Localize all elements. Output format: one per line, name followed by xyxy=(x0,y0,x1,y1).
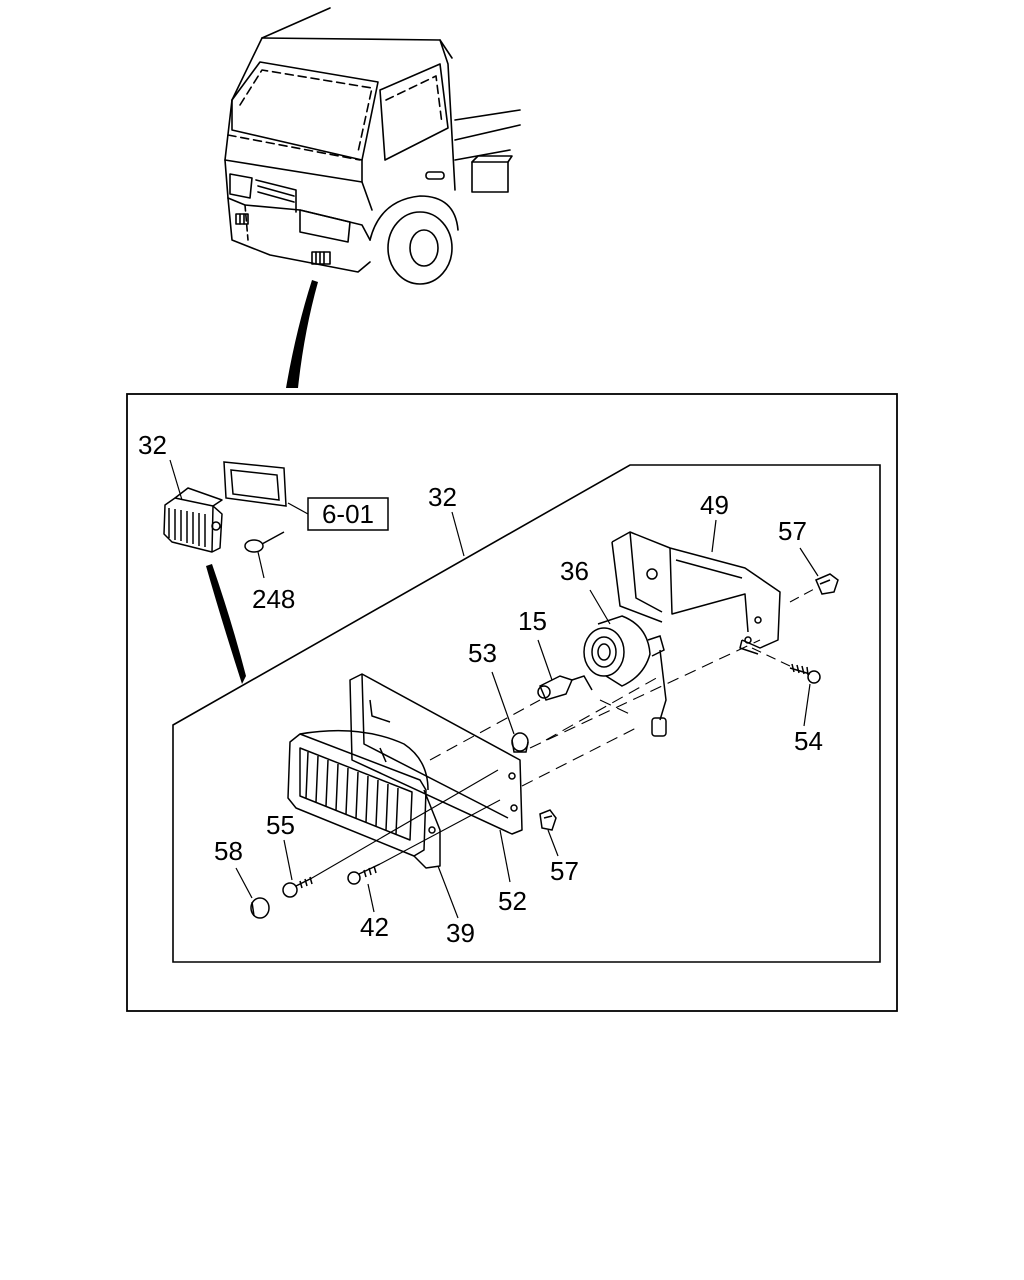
callout-32-outer: 32 xyxy=(138,430,167,460)
bulb-icon xyxy=(537,675,593,701)
callout-15: 15 xyxy=(518,606,547,636)
gasket-icon xyxy=(223,461,287,507)
truck-illustration xyxy=(224,7,521,285)
fog-lamp-assembly-icon xyxy=(163,487,223,553)
clip-nut-top-icon xyxy=(815,573,839,595)
callout-54: 54 xyxy=(794,726,823,756)
screw-42-icon xyxy=(347,863,381,885)
callout-leaders xyxy=(169,459,819,919)
callout-32-inner: 32 xyxy=(428,482,457,512)
detail-frame xyxy=(126,393,898,1012)
clip-nut-bottom-icon xyxy=(539,809,557,831)
mounting-frame-icon xyxy=(349,673,523,835)
clip-icon xyxy=(244,531,285,553)
exploded-view-border xyxy=(172,464,881,963)
lens-housing-icon xyxy=(287,729,441,869)
callout-57-bottom: 57 xyxy=(550,856,579,886)
callout-36: 36 xyxy=(560,556,589,586)
callout-53: 53 xyxy=(468,638,497,668)
reference-box-label: 6-01 xyxy=(322,499,374,529)
screw-55-icon xyxy=(282,876,313,898)
callout-57-top: 57 xyxy=(778,516,807,546)
callout-55: 55 xyxy=(266,810,295,840)
leader-arrow-lamp xyxy=(206,564,246,684)
callout-248: 248 xyxy=(252,584,295,614)
callout-58: 58 xyxy=(214,836,243,866)
cap-58-icon xyxy=(250,897,270,919)
callout-49: 49 xyxy=(700,490,729,520)
screw-54-icon xyxy=(789,663,821,684)
callout-52: 52 xyxy=(498,886,527,916)
bracket-icon xyxy=(611,531,781,655)
reference-box: 6-01 xyxy=(307,497,389,531)
nut-53-icon xyxy=(511,732,529,753)
callout-39: 39 xyxy=(446,918,475,948)
leader-arrow-truck xyxy=(286,280,318,388)
assembly-guide-lines xyxy=(429,639,761,787)
lamp-unit-icon xyxy=(583,615,667,737)
callout-42: 42 xyxy=(360,912,389,942)
